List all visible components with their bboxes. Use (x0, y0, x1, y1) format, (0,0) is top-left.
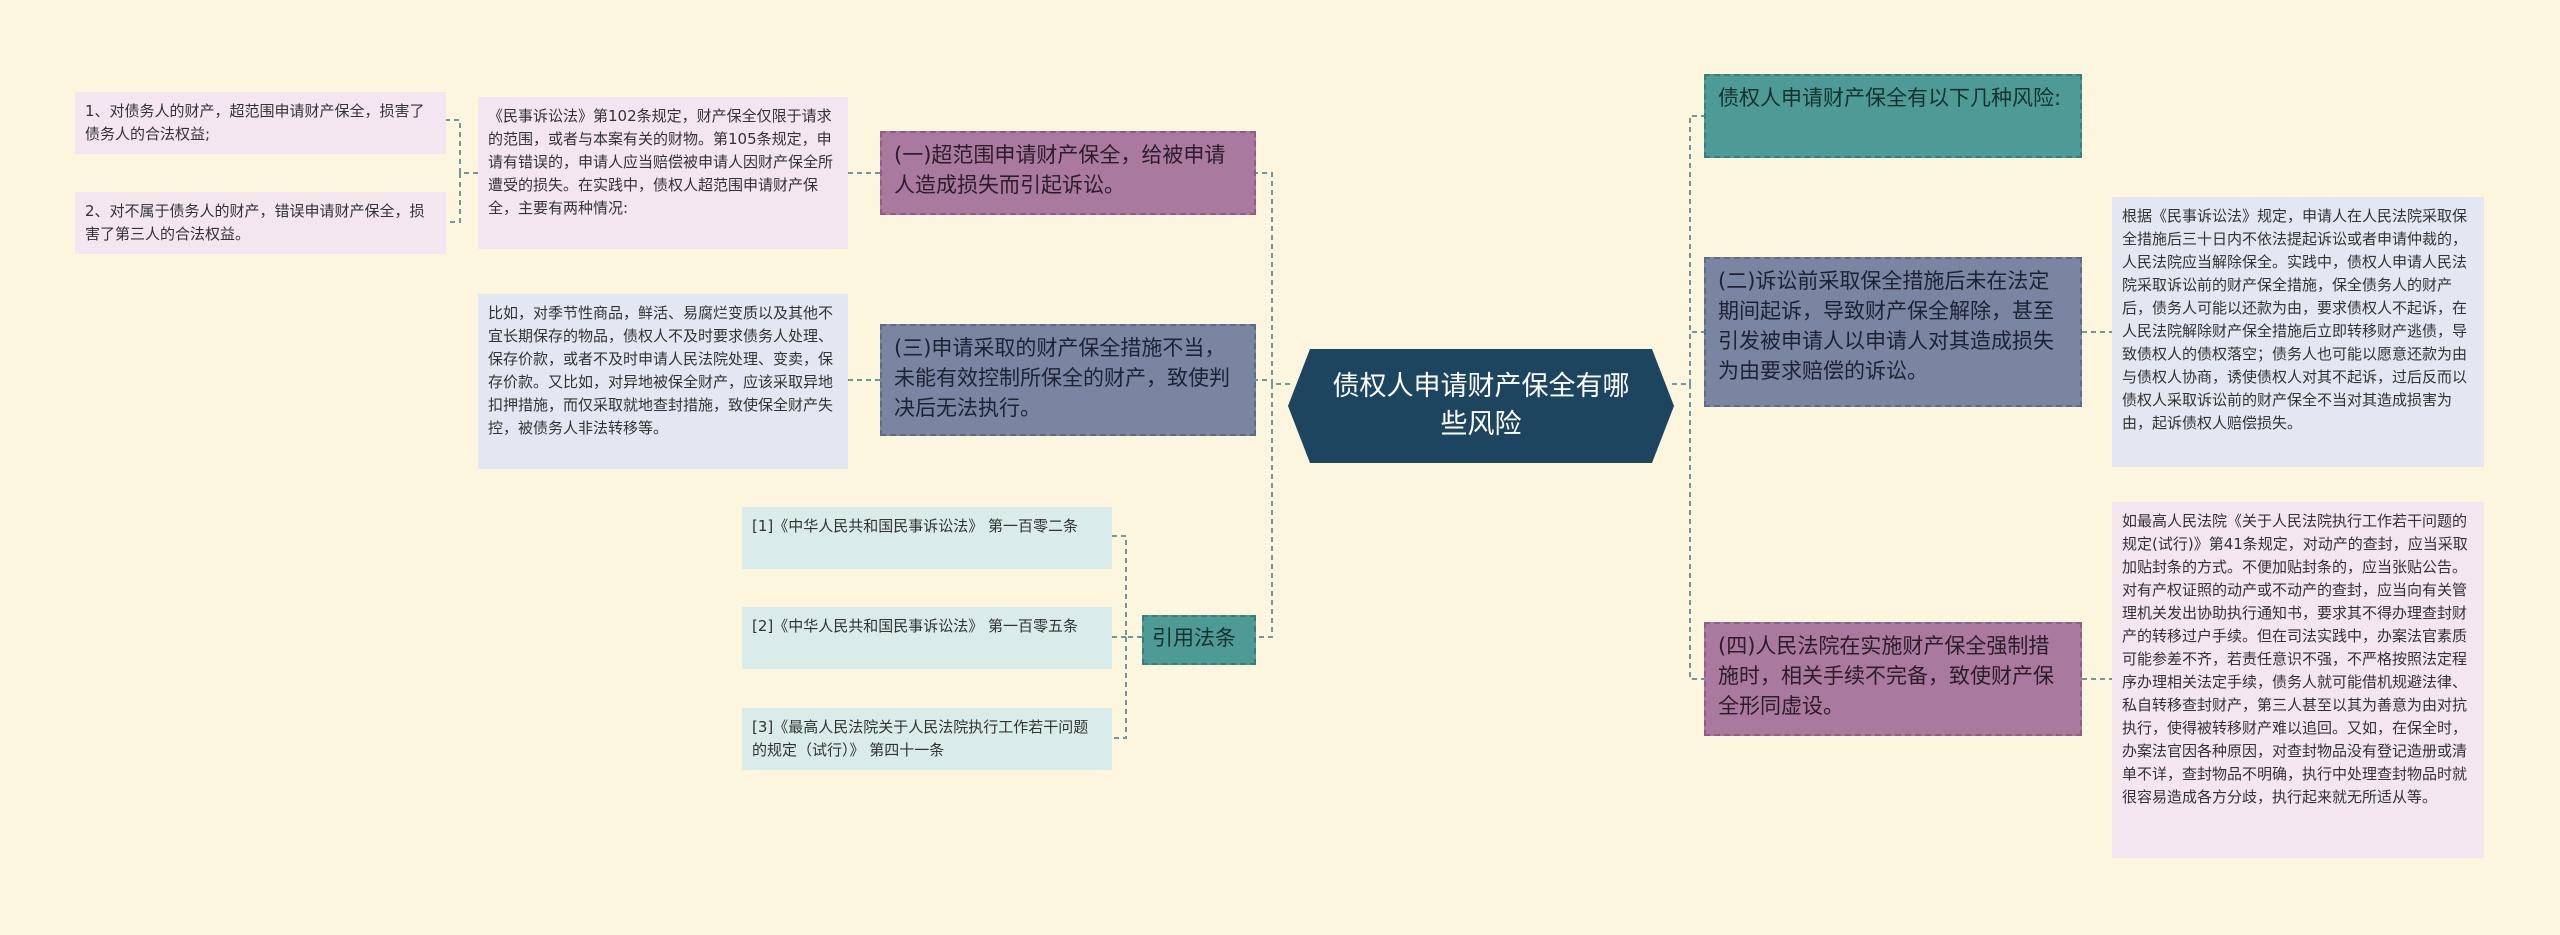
law-item-1-text: [1]《中华人民共和国民事诉讼法》 第一百零二条 (752, 517, 1079, 535)
branch-incomplete-procedures[interactable]: (四)人民法院在实施财产保全强制措施时，相关手续不完备，致使财产保全形同虚设。 (1704, 622, 2082, 736)
branch-risk-intro[interactable]: 债权人申请财产保全有以下几种风险: (1704, 74, 2082, 158)
link-detail-sub2 (446, 173, 461, 223)
sub-item-debtor-property-text: 1、对债务人的财产，超范围申请财产保全，损害了债务人的合法权益; (85, 102, 425, 143)
branch-risk-intro-label: 债权人申请财产保全有以下几种风险: (1718, 86, 2062, 110)
link-root-b1 (1256, 172, 1290, 385)
detail-over-scope-text: 《民事诉讼法》第102条规定，财产保全仅限于请求的范围，或者与本案有关的财物。第… (488, 107, 834, 217)
branch-incomplete-procedures-label: (四)人民法院在实施财产保全强制措施时，相关手续不完备，致使财产保全形同虚设。 (1718, 634, 2054, 718)
link-detail-sub1 (446, 119, 478, 174)
root-topic[interactable]: 债权人申请财产保全有哪些风险 (1288, 349, 1674, 463)
branch-improper-measures[interactable]: (三)申请采取的财产保全措施不当，未能有效控制所保全的财产，致使判决后无法执行。 (880, 324, 1256, 436)
law-item-3[interactable]: [3]《最高人民法院关于人民法院执行工作若干问题的规定（试行）》 第四十一条 (742, 708, 1112, 770)
detail-pre-litigation[interactable]: 根据《民事诉讼法》规定，申请人在人民法院采取保全措施后三十日内不依法提起诉讼或者… (2112, 197, 2484, 467)
branch-over-scope-label: (一)超范围申请财产保全，给被申请人造成损失而引起诉讼。 (894, 143, 1226, 197)
detail-incomplete-procedures-text: 如最高人民法院《关于人民法院执行工作若干问题的规定(试行)》第41条规定，对动产… (2122, 512, 2468, 806)
sub-item-third-party-property[interactable]: 2、对不属于债务人的财产，错误申请财产保全，损害了第三人的合法权益。 (75, 192, 446, 254)
sub-item-debtor-property[interactable]: 1、对债务人的财产，超范围申请财产保全，损害了债务人的合法权益; (75, 92, 446, 154)
link-root-b3 (1256, 379, 1273, 384)
law-item-3-text: [3]《最高人民法院关于人民法院执行工作若干问题的规定（试行）》 第四十一条 (752, 718, 1089, 759)
link-root-b2 (1689, 331, 1704, 384)
sub-item-third-party-property-text: 2、对不属于债务人的财产，错误申请财产保全，损害了第三人的合法权益。 (85, 202, 425, 243)
branch-improper-measures-label: (三)申请采取的财产保全措施不当，未能有效控制所保全的财产，致使判决后无法执行。 (894, 336, 1230, 420)
link-laws-items (1112, 535, 1142, 739)
branch-cited-laws[interactable]: 引用法条 (1142, 615, 1256, 665)
detail-incomplete-procedures[interactable]: 如最高人民法院《关于人民法院执行工作若干问题的规定(试行)》第41条规定，对动产… (2112, 502, 2484, 858)
detail-improper-measures[interactable]: 比如，对季节性商品，鲜活、易腐烂变质以及其他不宜长期保存的物品，债权人不及时要求… (478, 294, 848, 469)
detail-pre-litigation-text: 根据《民事诉讼法》规定，申请人在人民法院采取保全措施后三十日内不依法提起诉讼或者… (2122, 207, 2468, 432)
branch-over-scope[interactable]: (一)超范围申请财产保全，给被申请人造成损失而引起诉讼。 (880, 131, 1256, 215)
law-item-2-text: [2]《中华人民共和国民事诉讼法》 第一百零五条 (752, 617, 1079, 635)
law-item-2[interactable]: [2]《中华人民共和国民事诉讼法》 第一百零五条 (742, 607, 1112, 669)
detail-over-scope[interactable]: 《民事诉讼法》第102条规定，财产保全仅限于请求的范围，或者与本案有关的财物。第… (478, 97, 848, 249)
link-root-b4 (1689, 384, 1704, 680)
branch-pre-litigation-label: (二)诉讼前采取保全措施后未在法定期间起诉，导致财产保全解除，甚至引发被申请人以… (1718, 269, 2054, 383)
branch-cited-laws-label: 引用法条 (1152, 626, 1236, 650)
branch-pre-litigation[interactable]: (二)诉讼前采取保全措施后未在法定期间起诉，导致财产保全解除，甚至引发被申请人以… (1704, 257, 2082, 407)
detail-improper-measures-text: 比如，对季节性商品，鲜活、易腐烂变质以及其他不宜长期保存的物品，债权人不及时要求… (488, 304, 834, 437)
root-title: 债权人申请财产保全有哪些风险 (1332, 371, 1630, 440)
link-root-intro (1672, 115, 1704, 385)
link-root-laws (1256, 384, 1273, 638)
law-item-1[interactable]: [1]《中华人民共和国民事诉讼法》 第一百零二条 (742, 507, 1112, 569)
